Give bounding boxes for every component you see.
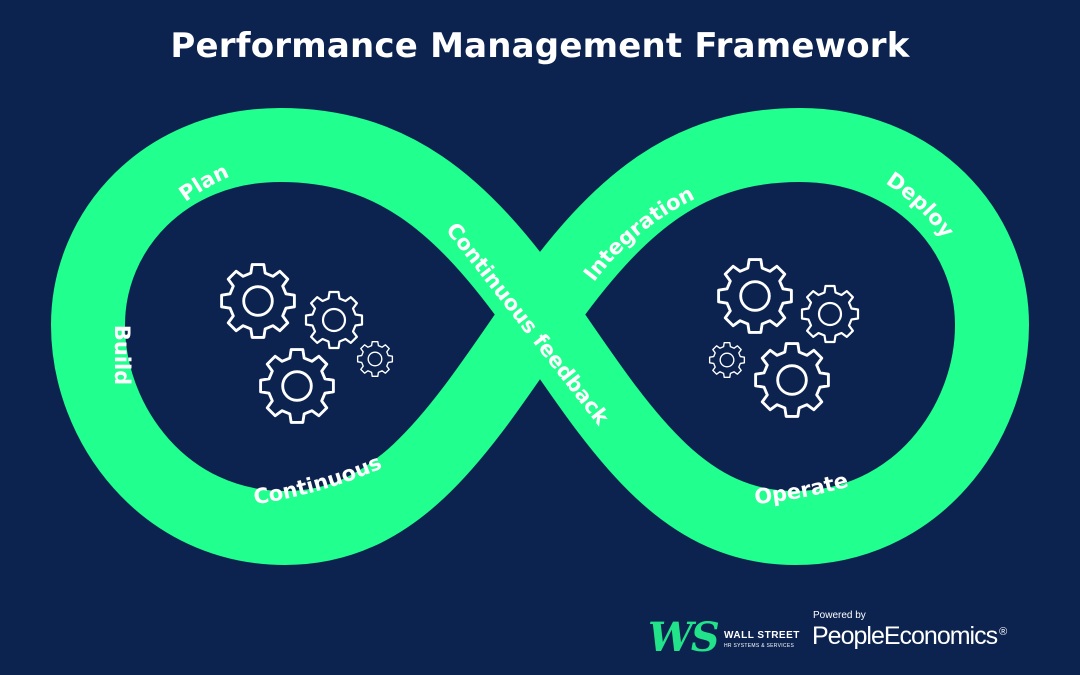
- powered-by-text: Powered by: [813, 610, 866, 621]
- gear-icon: [220, 263, 296, 339]
- gear-icon: [717, 258, 793, 334]
- people-economics-logo: PeopleEconomics®: [812, 622, 1007, 651]
- wall-street-subtitle: HR SYSTEMS & SERVICES: [724, 643, 795, 649]
- registered-mark: ®: [999, 625, 1007, 638]
- gear-icon: [708, 341, 746, 379]
- label-build: Build: [110, 325, 134, 385]
- wall-street-logo: WS: [648, 614, 720, 661]
- gear-icon: [304, 290, 364, 350]
- wall-street-name: WALL STREET: [724, 630, 800, 641]
- gear-icon: [259, 348, 335, 424]
- infinity-band: [51, 108, 1029, 565]
- page-title: Performance Management Framework: [170, 26, 910, 66]
- gear-icon: [356, 340, 394, 378]
- footer-logos: WS WALL STREET HR SYSTEMS & SERVICES Pow…: [640, 606, 1060, 666]
- gear-icon: [800, 284, 860, 344]
- brand-name: PeopleEconomics: [812, 622, 998, 650]
- gear-icon: [754, 342, 830, 418]
